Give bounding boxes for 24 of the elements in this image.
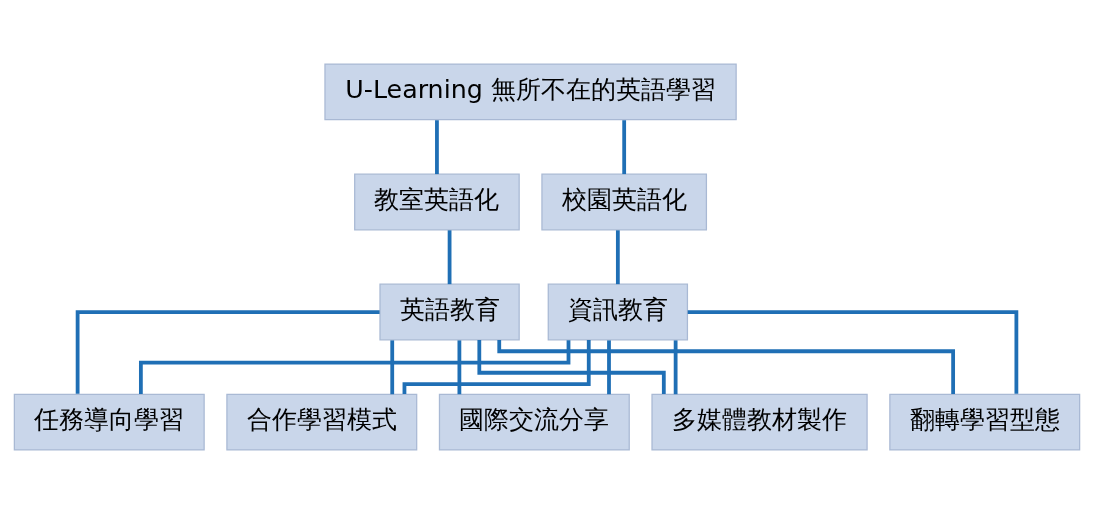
connector xyxy=(615,229,620,284)
connector xyxy=(622,119,627,174)
connector xyxy=(497,339,955,394)
node-box: 翻轉學習型態 xyxy=(889,393,1081,451)
connector xyxy=(447,229,452,284)
connector xyxy=(75,309,380,394)
node-box: 多媒體教材製作 xyxy=(651,393,868,451)
node-box: 校園英語化 xyxy=(541,173,708,230)
connector xyxy=(457,339,462,394)
connector xyxy=(607,339,611,394)
node-box: 任務導向學習 xyxy=(13,393,205,451)
connector xyxy=(673,339,678,394)
node-box: 教室英語化 xyxy=(354,173,520,230)
node-box: U-Learning 無所不在的英語學習 xyxy=(324,62,737,120)
connector xyxy=(402,339,591,394)
connector xyxy=(687,309,1019,394)
connector xyxy=(139,339,571,394)
connector xyxy=(477,339,666,394)
node-box: 國際交流分享 xyxy=(438,393,630,451)
connector xyxy=(435,119,439,174)
connector xyxy=(390,339,395,394)
node-box: 資訊教育 xyxy=(547,283,689,340)
node-box: 合作學習模式 xyxy=(226,393,418,451)
node-box: 英語教育 xyxy=(379,283,520,340)
